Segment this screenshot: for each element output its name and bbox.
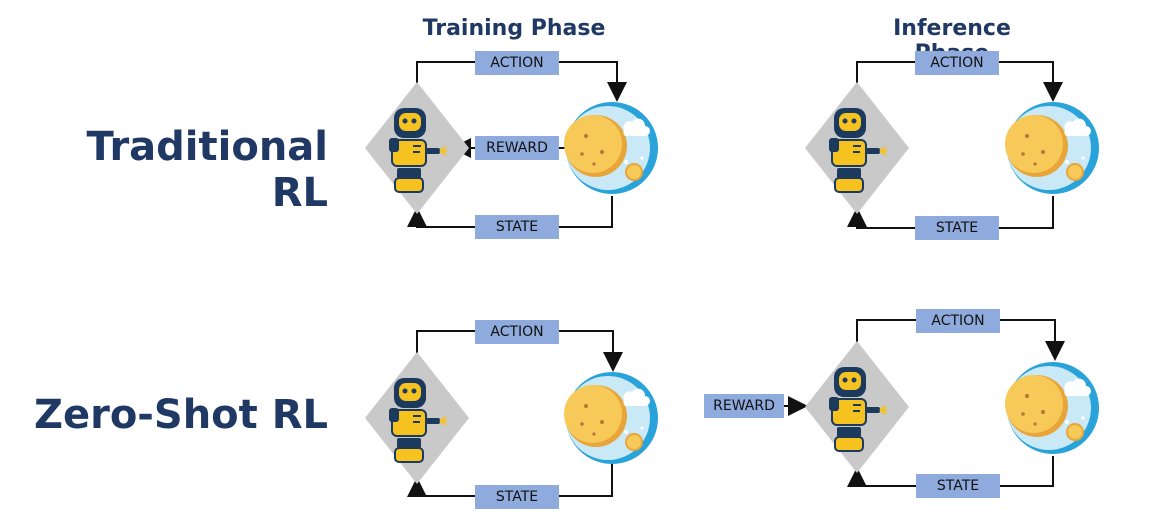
state-label-box bbox=[915, 216, 999, 240]
reward-label-box bbox=[475, 136, 559, 160]
zeroshot-training-loop: ACTION STATE bbox=[364, 320, 659, 509]
state-label: STATE bbox=[496, 219, 538, 235]
reward-label-box bbox=[704, 394, 784, 418]
action-label: ACTION bbox=[490, 55, 543, 71]
action-label: ACTION bbox=[930, 55, 983, 71]
state-label-box bbox=[475, 215, 559, 239]
zero-shot-rl-title: Zero-Shot RL bbox=[33, 392, 328, 438]
state-label: STATE bbox=[496, 489, 538, 505]
robot-agent-icon bbox=[804, 340, 910, 474]
traditional-rl-title: Traditional RL bbox=[86, 124, 328, 216]
action-label-box bbox=[475, 51, 559, 75]
training-phase-title: Training Phase bbox=[422, 16, 606, 41]
environment-icon bbox=[1004, 361, 1100, 455]
action-label-box bbox=[475, 320, 559, 344]
robot-agent-icon bbox=[804, 81, 910, 215]
state-label-box bbox=[475, 485, 559, 509]
action-label: ACTION bbox=[931, 313, 984, 329]
reward-label: REWARD bbox=[713, 398, 775, 414]
robot-agent-icon bbox=[364, 81, 470, 215]
environment-icon bbox=[1004, 101, 1100, 195]
environment-icon bbox=[563, 371, 659, 465]
action-label-box bbox=[916, 309, 1000, 333]
action-label-box bbox=[915, 51, 999, 75]
action-label: ACTION bbox=[490, 324, 543, 340]
robot-agent-icon bbox=[364, 351, 470, 485]
state-label: STATE bbox=[937, 478, 979, 494]
state-label: STATE bbox=[936, 220, 978, 236]
traditional-inference-loop: ACTION STATE bbox=[804, 51, 1100, 240]
traditional-training-loop: ACTION REWARD STATE bbox=[364, 51, 659, 239]
reward-label: REWARD bbox=[486, 140, 548, 156]
state-label-box bbox=[916, 474, 1000, 498]
environment-icon bbox=[563, 101, 659, 195]
zeroshot-inference-loop: ACTION REWARD STATE bbox=[704, 309, 1100, 498]
